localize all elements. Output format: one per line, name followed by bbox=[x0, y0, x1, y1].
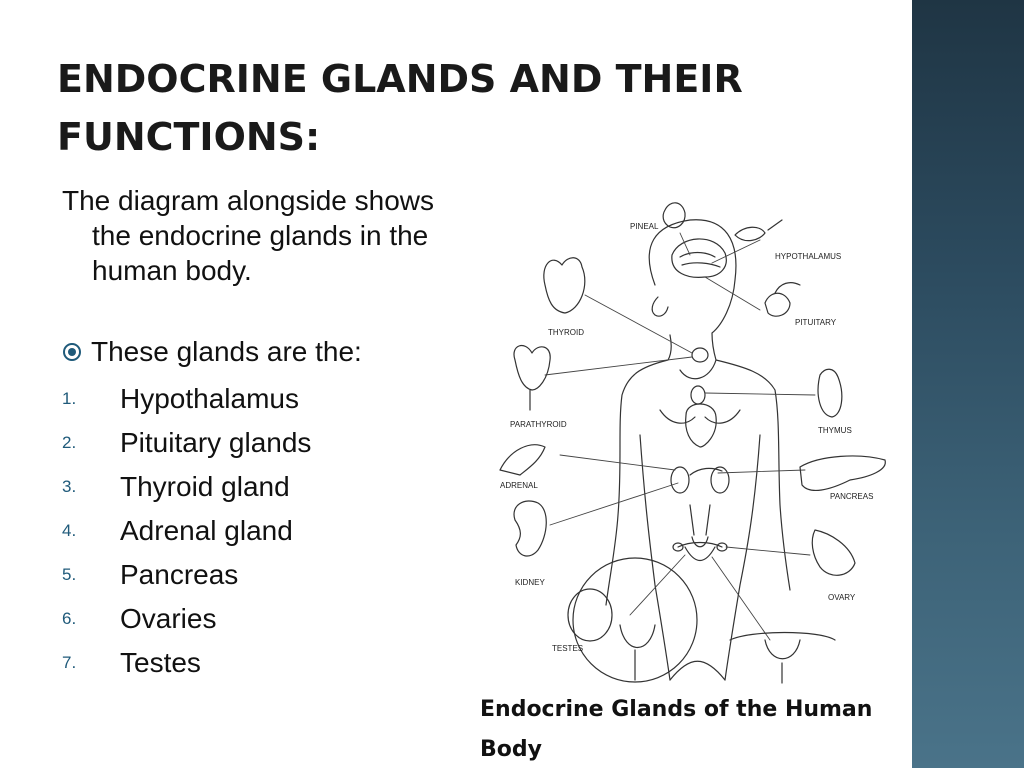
label-thyroid: THYROID bbox=[548, 328, 584, 337]
gland-name: Pancreas bbox=[120, 559, 239, 590]
thymus-icon bbox=[817, 368, 843, 418]
decorative-sidebar bbox=[912, 0, 1024, 768]
endocrine-diagram: PINEAL HYPOTHALAMUS THYROID PITUITARY PA… bbox=[499, 202, 886, 684]
gland-name: Adrenal gland bbox=[120, 515, 293, 546]
label-pineal: PINEAL bbox=[630, 222, 659, 231]
label-hypothalamus: HYPOTHALAMUS bbox=[775, 252, 841, 261]
list-item: 7. Testes bbox=[62, 641, 311, 685]
pancreas-icon bbox=[799, 455, 886, 492]
list-item: 3. Thyroid gland bbox=[62, 465, 311, 509]
label-thymus: THYMUS bbox=[818, 426, 852, 435]
brain-folds bbox=[679, 251, 721, 268]
list-item: 4. Adrenal gland bbox=[62, 509, 311, 553]
uterus-icon bbox=[729, 631, 836, 684]
testes-inset-circle bbox=[572, 557, 698, 683]
label-kidney: KIDNEY bbox=[515, 578, 545, 587]
gland-name: Thyroid gland bbox=[120, 471, 290, 502]
brain-shape bbox=[671, 238, 727, 278]
adrenal-icon bbox=[499, 444, 546, 476]
list-item: 2. Pituitary glands bbox=[62, 421, 311, 465]
label-pituitary: PITUITARY bbox=[795, 318, 837, 327]
left-kidney-mark bbox=[670, 466, 690, 494]
gland-name: Pituitary glands bbox=[120, 427, 312, 458]
list-number: 6. bbox=[62, 609, 77, 628]
list-number: 7. bbox=[62, 653, 77, 672]
bullet-text: These glands are the: bbox=[91, 336, 362, 367]
thyroid-mark bbox=[691, 347, 709, 363]
label-parathyroid: PARATHYROID bbox=[510, 420, 567, 429]
connector-lines bbox=[544, 232, 816, 641]
gland-name: Testes bbox=[120, 647, 201, 678]
thymus-mark bbox=[690, 385, 706, 405]
pineal-icon bbox=[662, 202, 686, 229]
ovary-icon bbox=[811, 529, 856, 576]
pancreas-mark bbox=[689, 467, 723, 476]
hypothalamus-icon bbox=[734, 219, 783, 242]
ureters bbox=[689, 504, 711, 548]
body-outline bbox=[605, 219, 791, 681]
kidney-icon bbox=[513, 500, 547, 557]
intro-paragraph: The diagram alongside shows the endocrin… bbox=[62, 185, 434, 286]
ovary-mark-left bbox=[672, 542, 684, 552]
list-number: 2. bbox=[62, 433, 77, 452]
target-bullet-icon bbox=[63, 342, 81, 361]
testes-icon bbox=[567, 588, 613, 642]
list-number: 3. bbox=[62, 477, 77, 496]
label-pancreas: PANCREAS bbox=[830, 492, 873, 501]
gland-name: Hypothalamus bbox=[120, 383, 299, 414]
parathyroid-icon bbox=[513, 344, 551, 411]
thyroid-icon bbox=[543, 257, 586, 314]
gland-name: Ovaries bbox=[120, 603, 217, 634]
list-item: 5. Pancreas bbox=[62, 553, 311, 597]
bullet-item: These glands are the: bbox=[62, 334, 362, 369]
right-kidney-mark bbox=[710, 466, 730, 494]
label-ovary: OVARY bbox=[828, 593, 856, 602]
diagram-labels: PINEAL HYPOTHALAMUS THYROID PITUITARY PA… bbox=[500, 222, 873, 653]
list-number: 1. bbox=[62, 389, 77, 408]
uterus-mark bbox=[677, 541, 723, 562]
list-item: 1. Hypothalamus bbox=[62, 377, 311, 421]
slide-title: ENDOCRINE GLANDS AND THEIR FUNCTIONS: bbox=[57, 57, 743, 159]
gland-list: 1. Hypothalamus 2. Pituitary glands 3. Thyr… bbox=[62, 377, 311, 685]
list-number: 5. bbox=[62, 565, 77, 584]
list-number: 4. bbox=[62, 521, 77, 540]
testes-inset-detail bbox=[619, 624, 656, 681]
list-item: 6. Ovaries bbox=[62, 597, 311, 641]
figure-caption: Endocrine Glands of the Human Body bbox=[480, 697, 873, 762]
label-adrenal: ADRENAL bbox=[500, 481, 538, 490]
pituitary-icon bbox=[764, 282, 801, 317]
heart-shape bbox=[685, 403, 717, 448]
label-testes: TESTES bbox=[552, 644, 583, 653]
